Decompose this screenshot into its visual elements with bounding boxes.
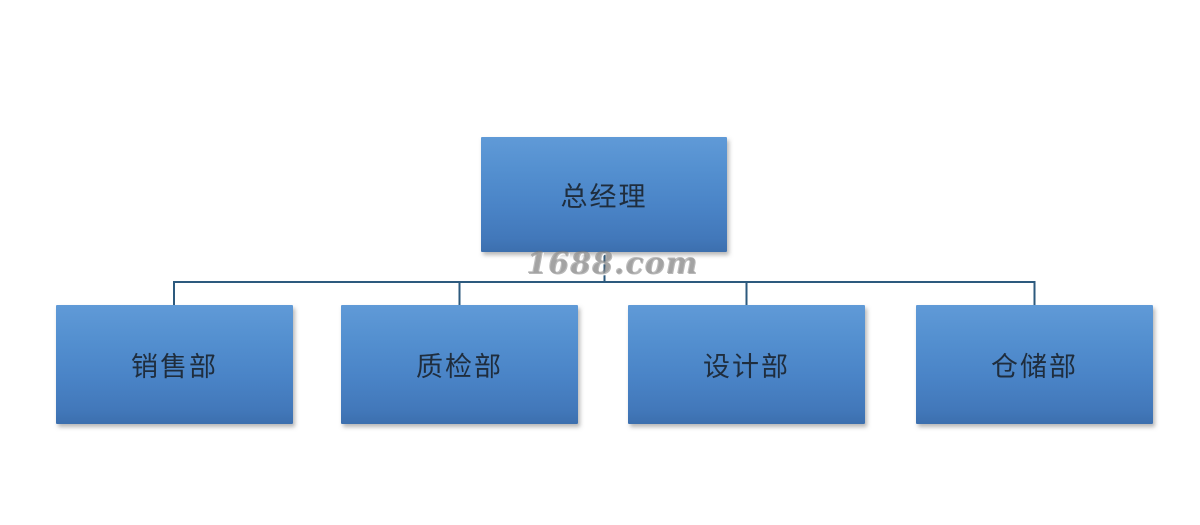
org-node-label: 质检部 [416, 352, 503, 383]
org-node-design[interactable]: 设计部 [628, 305, 865, 424]
org-node-general-manager[interactable]: 总经理 [481, 137, 727, 252]
org-node-warehouse[interactable]: 仓储部 [916, 305, 1153, 424]
org-node-label: 总经理 [560, 182, 648, 213]
org-node-quality[interactable]: 质检部 [341, 305, 578, 424]
org-node-label: 设计部 [703, 352, 790, 383]
org-node-label: 销售部 [131, 352, 218, 383]
org-node-sales[interactable]: 销售部 [56, 305, 293, 424]
org-node-label: 仓储部 [991, 352, 1078, 383]
watermark-text: 1688.com [527, 247, 699, 282]
